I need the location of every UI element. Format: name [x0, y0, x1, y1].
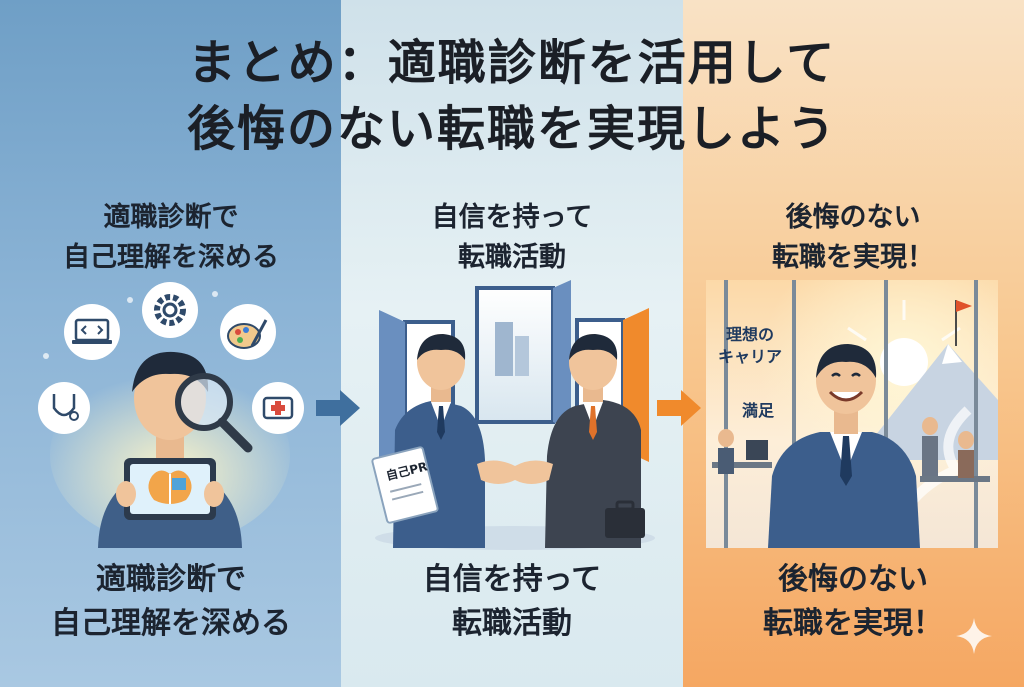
sign-extra: 満足 [742, 401, 775, 420]
panel-1-heading-line-2: 自己理解を深める [63, 242, 279, 273]
code-icon [64, 304, 120, 360]
gear-icon [142, 282, 198, 338]
sign-line-2: キャリア [718, 347, 782, 366]
sign-line-1: 理想の [726, 325, 774, 344]
panel-3-heading: 後悔のない 転職を実現！ [703, 198, 1003, 278]
panel-2-heading-line-2: 転職活動 [458, 242, 566, 273]
panel-1-heading-line-1: 適職診断で [103, 202, 239, 233]
panel-bg-self-analysis [0, 0, 342, 687]
flag-icon [955, 300, 972, 346]
panel-3-caption-line-2: 転職を実現！ [763, 606, 943, 641]
panel-2-caption-line-2: 転職活動 [452, 606, 572, 641]
title-line-2: 後悔のない転職を実現しよう [186, 101, 837, 157]
handshake-illustration: 自己PR [371, 280, 655, 550]
office-worker-left [712, 429, 772, 474]
panel-2-caption-line-1: 自信を持って [422, 562, 602, 597]
panel-3-heading-line-2: 転職を実現！ [772, 242, 934, 273]
panel-3-heading-line-1: 後悔のない [785, 202, 921, 233]
panel-1-caption-line-2: 自己理解を深める [51, 606, 291, 641]
panel-3-caption: 後悔のない 転職を実現！ [703, 558, 1003, 646]
self-analysis-illustration [38, 282, 304, 548]
success-illustration: 理想の キャリア 満足 [706, 280, 998, 548]
arrow-right-icon [316, 390, 360, 426]
stethoscope-icon [38, 382, 90, 434]
panel-3-caption-line-1: 後悔のない [778, 562, 928, 597]
brain-puzzle-icon [116, 458, 224, 520]
panel-1-caption: 適職診断で 自己理解を深める [21, 558, 321, 646]
first-aid-icon [252, 382, 304, 434]
panel-1-caption-line-1: 適職診断で [96, 562, 246, 597]
title-line-1: まとめ：適職診断を活用して [187, 35, 837, 91]
panel-1-heading: 適職診断で 自己理解を深める [21, 198, 321, 278]
person-success [768, 344, 920, 548]
office-worker-right [920, 417, 990, 482]
panel-2-heading: 自信を持って 転職活動 [362, 198, 662, 278]
arrow-right-icon [657, 390, 701, 426]
sparkle-icon [956, 618, 992, 654]
panel-2-heading-line-1: 自信を持って [431, 202, 593, 233]
panel-2-caption: 自信を持って 転職活動 [362, 558, 662, 646]
palette-icon [220, 304, 276, 360]
briefcase-icon [605, 500, 645, 538]
magnifier-icon [175, 373, 253, 453]
handshake-icon [477, 460, 553, 484]
page-title: まとめ：適職診断を活用して 後悔のない転職を実現しよう [0, 30, 1024, 162]
document-icon: 自己PR [371, 446, 439, 524]
door-2-icon [475, 280, 571, 430]
